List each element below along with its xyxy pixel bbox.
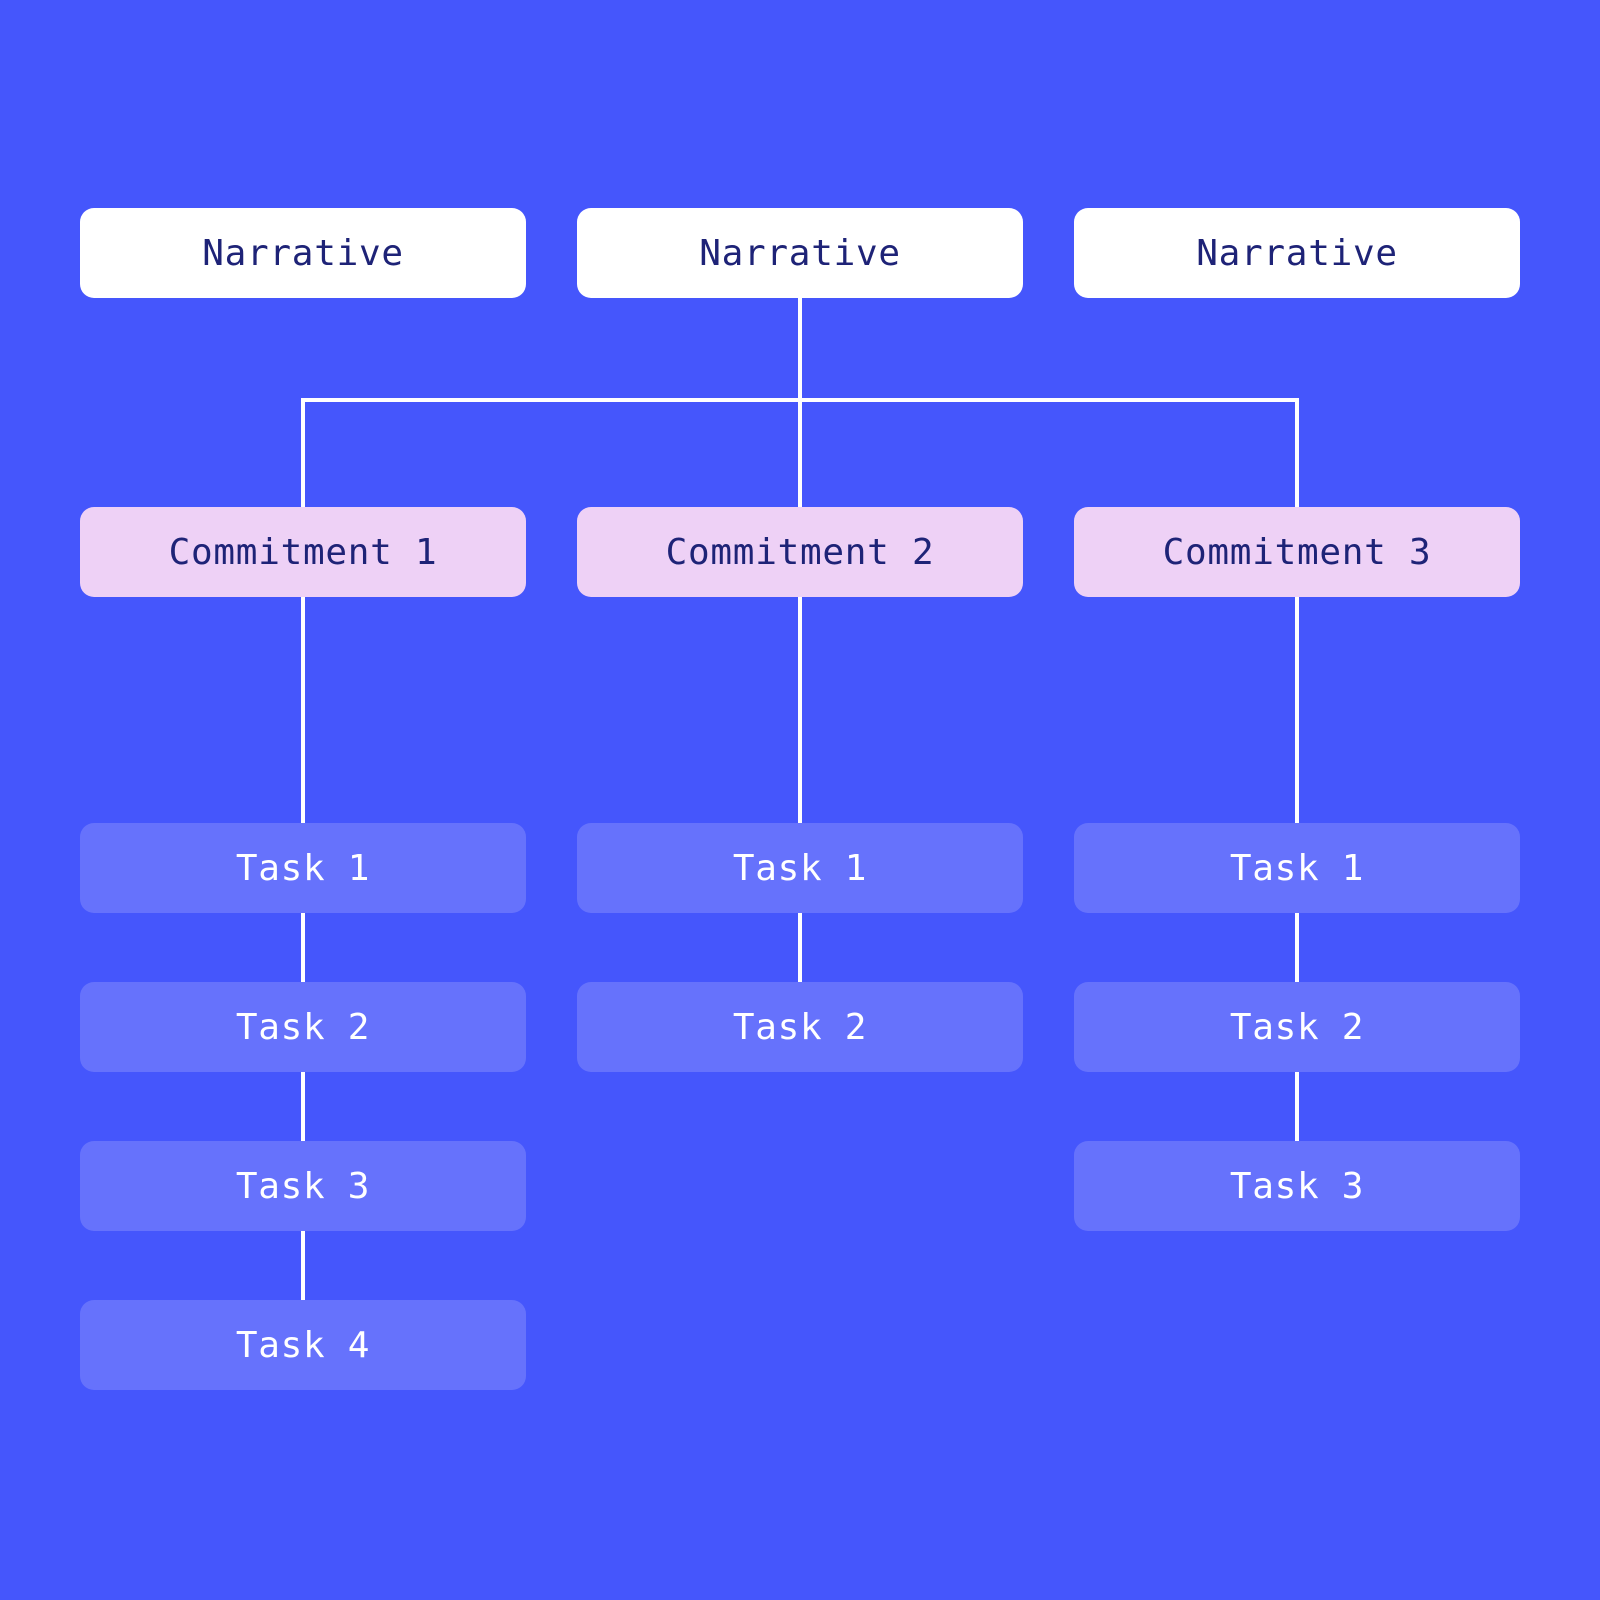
commitment-node-2: Commitment 2 (577, 507, 1023, 597)
connector-col3-task1-task2 (1295, 913, 1299, 982)
connector-col1-task2-task3 (301, 1072, 305, 1141)
commitment-node-3: Commitment 3 (1074, 507, 1520, 597)
connector-commitment2-task1 (798, 597, 802, 823)
task-node-col3-1: Task 1 (1074, 823, 1520, 913)
task-label: Task 2 (1229, 1006, 1365, 1048)
connector-commitment1-task1 (301, 597, 305, 823)
narrative-label: Narrative (1196, 232, 1398, 274)
connector-col3-task2-task3 (1295, 1072, 1299, 1141)
task-node-col1-2: Task 2 (80, 982, 526, 1072)
task-label: Task 1 (732, 847, 868, 889)
connector-rail-to-commitment1 (301, 398, 305, 507)
commitment-label: Commitment 3 (1162, 531, 1432, 573)
task-node-col3-2: Task 2 (1074, 982, 1520, 1072)
commitment-label: Commitment 2 (665, 531, 935, 573)
task-label: Task 3 (1229, 1165, 1365, 1207)
connector-rail-to-commitment2 (798, 398, 802, 507)
connector-commitment3-task1 (1295, 597, 1299, 823)
task-label: Task 4 (235, 1324, 371, 1366)
task-label: Task 1 (235, 847, 371, 889)
task-node-col1-1: Task 1 (80, 823, 526, 913)
task-label: Task 3 (235, 1165, 371, 1207)
task-node-col2-1: Task 1 (577, 823, 1023, 913)
task-node-col1-3: Task 3 (80, 1141, 526, 1231)
narrative-node-1: Narrative (80, 208, 526, 298)
connector-rail-to-commitment3 (1295, 398, 1299, 507)
narrative-node-2: Narrative (577, 208, 1023, 298)
task-node-col3-3: Task 3 (1074, 1141, 1520, 1231)
commitment-node-1: Commitment 1 (80, 507, 526, 597)
task-label: Task 2 (235, 1006, 371, 1048)
connector-narrative2-down (798, 298, 802, 402)
narrative-label: Narrative (202, 232, 404, 274)
task-node-col2-2: Task 2 (577, 982, 1023, 1072)
task-node-col1-4: Task 4 (80, 1300, 526, 1390)
task-label: Task 1 (1229, 847, 1365, 889)
commitment-label: Commitment 1 (168, 531, 438, 573)
connector-col1-task1-task2 (301, 913, 305, 982)
connector-col2-task1-task2 (798, 913, 802, 982)
narrative-node-3: Narrative (1074, 208, 1520, 298)
narrative-label: Narrative (699, 232, 901, 274)
connector-col1-task3-task4 (301, 1231, 305, 1300)
task-label: Task 2 (732, 1006, 868, 1048)
